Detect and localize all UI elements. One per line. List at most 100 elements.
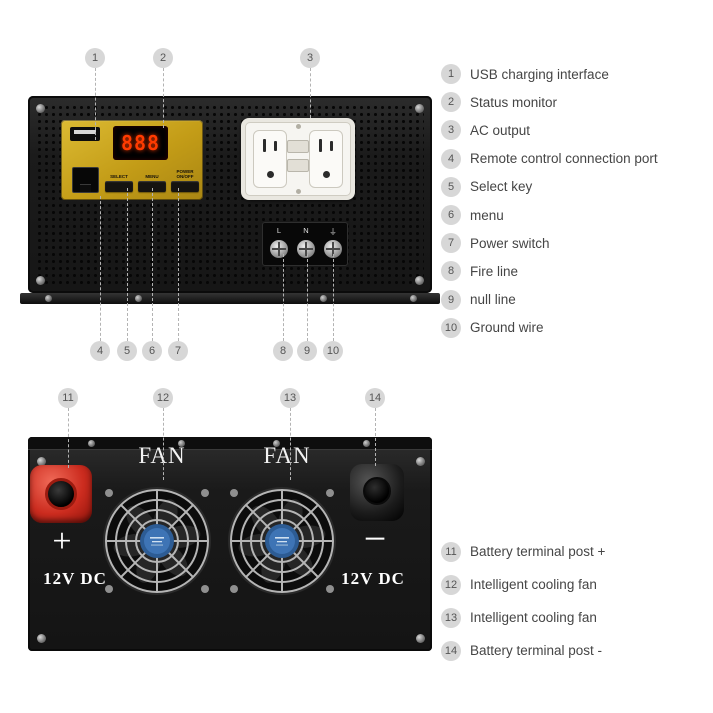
cooling-fan-right [228,487,336,595]
menu-button: MENU [138,168,166,192]
leader-line-10 [333,254,334,341]
ground-terminal-label: ⏚ [329,227,337,236]
socket-ground-hole [266,171,274,178]
legend-item-8: 8 Fire line [441,257,658,285]
flange-bolt [410,295,417,302]
select-button-label: SELECT [110,173,128,179]
wiring-terminal-block: L N ⏚ [262,222,348,266]
ac-socket-right [309,130,343,188]
callout-9: 9 [297,341,317,361]
leader-line-3 [310,68,311,118]
socket-ground-hole [322,171,330,178]
legend-label: Status monitor [470,94,558,110]
battery-terminal-negative [350,464,404,521]
flange-bolt [135,295,142,302]
ac-socket-left [253,130,287,188]
legend-num: 2 [441,92,461,113]
live-terminal-label: L [276,226,282,235]
legend-num: 3 [441,120,461,141]
voltage-label-right: 12V DC [341,569,405,588]
legend-label: Battery terminal post - [470,643,603,658]
leader-line-2 [163,68,164,128]
callout-7: 7 [168,341,188,361]
remote-port [72,167,99,193]
case-screw [415,104,424,113]
legend-label: menu [470,207,504,223]
legend-num: 7 [441,233,461,254]
gfci-reset-button [287,159,309,172]
voltage-label-left: 12V DC [43,569,107,588]
leader-line-13 [290,408,291,480]
flange-bolt [88,440,95,447]
socket-slot [330,141,333,151]
legend-item-14: 14 Battery terminal post - [441,634,605,667]
legend-num: 12 [441,574,461,595]
case-screw [37,634,46,643]
legend-item-11: 11 Battery terminal post + [441,535,605,568]
legend-num: 10 [441,317,461,338]
leader-line-12 [163,408,164,480]
legend-label: USB charging interface [470,66,609,82]
legend-label: AC output [470,122,531,138]
leader-line-1 [95,68,96,140]
callout-2: 2 [153,48,173,68]
ac-outlet [241,118,355,200]
inverter-back-panel: FAN FAN + − 12V DC 12V DC [28,437,432,651]
legend-label: Intelligent cooling fan [470,610,597,625]
live-terminal-post [270,240,288,258]
socket-slot [274,141,277,151]
legend-num: 1 [441,64,461,85]
callout-11: 11 [58,388,78,408]
fan-label-left: FAN [138,443,186,468]
legend-label: null line [470,292,516,308]
control-panel: 888 SELECT MENU POWER ON/OFF [61,120,203,200]
inverter-front-panel: 888 SELECT MENU POWER ON/OFF [28,96,432,293]
legend-item-12: 12 Intelligent cooling fan [441,568,605,601]
battery-terminal-positive [30,465,92,523]
mounting-flange-back [28,437,432,450]
legend-num: 9 [441,289,461,310]
legend-num: 6 [441,205,461,226]
leader-line-4 [100,196,101,341]
legend-num: 14 [441,640,461,661]
fan-label-right: FAN [263,443,311,468]
menu-button-label: MENU [145,173,159,179]
button-row: SELECT MENU POWER ON/OFF [105,168,199,192]
flange-bolt [363,440,370,447]
neutral-terminal-label: N [303,226,309,235]
leader-line-7 [178,188,179,341]
flange-bolt [45,295,52,302]
legend-label: Select key [470,179,533,195]
leader-line-9 [307,254,308,341]
leader-line-6 [152,188,153,341]
callout-13: 13 [280,388,300,408]
legend-bottom: 11 Battery terminal post + 12 Intelligen… [441,535,605,667]
menu-button-key [138,181,166,192]
legend-item-13: 13 Intelligent cooling fan [441,601,605,634]
leader-line-11 [68,408,69,468]
ac-outlet-face [245,122,351,196]
socket-slot [319,139,322,152]
case-screw [416,457,425,466]
usb-port [70,127,100,141]
legend-label: Power switch [470,235,550,251]
select-button-key [105,181,133,192]
case-screw [416,634,425,643]
callout-3: 3 [300,48,320,68]
legend-num: 4 [441,148,461,169]
legend-item-7: 7 Power switch [441,229,658,257]
legend-item-3: 3 AC output [441,116,658,144]
leader-line-14 [375,408,376,466]
case-screw [415,276,424,285]
callout-4: 4 [90,341,110,361]
legend-item-5: 5 Select key [441,173,658,201]
ground-terminal-post [324,240,342,258]
legend-item-2: 2 Status monitor [441,88,658,116]
flange-bolt [273,440,280,447]
power-button: POWER ON/OFF [171,168,199,192]
mounting-flange-front [20,293,440,304]
legend-item-6: 6 menu [441,201,658,229]
callout-6: 6 [142,341,162,361]
legend-label: Intelligent cooling fan [470,577,597,592]
